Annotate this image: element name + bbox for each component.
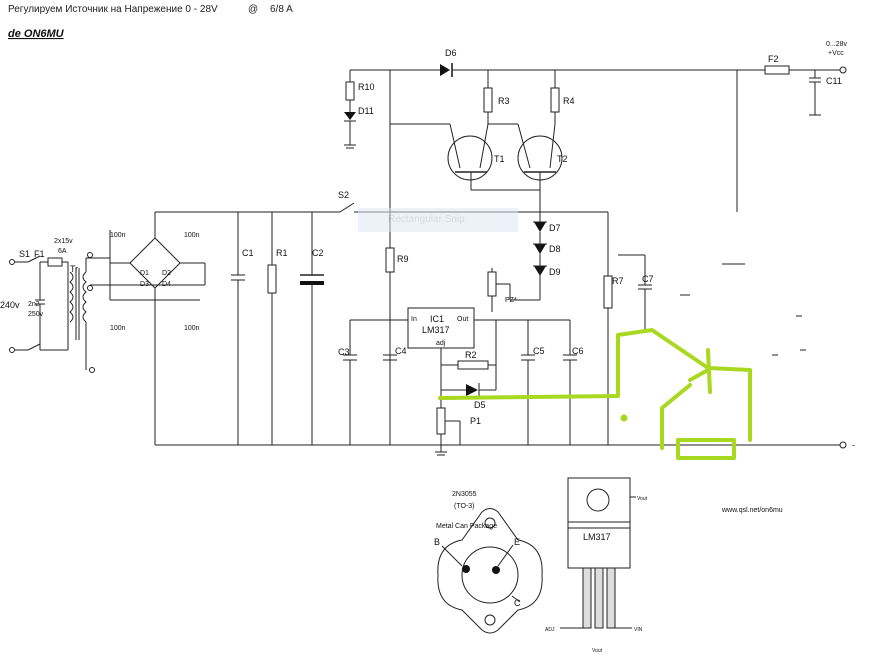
label-c5: C5 bbox=[533, 346, 545, 356]
green-annotation bbox=[438, 328, 752, 460]
label-r3: R3 bbox=[498, 96, 510, 106]
label-r1: R1 bbox=[276, 248, 288, 258]
label-d2: D2 bbox=[162, 270, 171, 277]
label-r10: R10 bbox=[358, 82, 375, 92]
label-d1: D1 bbox=[140, 270, 149, 277]
label-c11: C11 bbox=[826, 76, 842, 86]
label-lm317-chip: LM317 bbox=[422, 325, 450, 335]
label-c2: C2 bbox=[312, 248, 324, 258]
package-lm317 bbox=[560, 477, 636, 629]
current-rating: 6/8 A bbox=[270, 4, 293, 15]
regulator-section bbox=[343, 307, 577, 456]
pkg-2n3055-desc: Metal Can Package bbox=[436, 523, 497, 530]
label-pz: PZ* bbox=[505, 297, 517, 304]
author-label: de ON6MU bbox=[8, 28, 65, 40]
label-s2: S2 bbox=[338, 190, 349, 200]
mains-section bbox=[9, 252, 110, 373]
label-d3: D3 bbox=[140, 281, 149, 288]
label-c3: C3 bbox=[338, 347, 350, 357]
right-dashes bbox=[680, 263, 806, 356]
rectifier-section bbox=[90, 202, 390, 445]
label-100n-1: 100n bbox=[110, 232, 126, 239]
label-adj: adj bbox=[436, 340, 446, 347]
label-d4: D4 bbox=[162, 281, 171, 288]
label-ic1: IC1 bbox=[430, 314, 444, 324]
pkg-2n3055-type: (TO-3) bbox=[454, 503, 474, 510]
at-sign: @ bbox=[248, 4, 258, 15]
rectangular-snip-overlay: Rectangular Snip bbox=[358, 208, 518, 232]
label-250v: 250v bbox=[28, 311, 44, 318]
label-240v: 240v bbox=[0, 300, 20, 310]
label-t1: T1 bbox=[494, 154, 505, 164]
driver-transistors bbox=[389, 70, 563, 445]
label-2x15v: 2x15v bbox=[54, 238, 73, 245]
label-6a: 6A bbox=[58, 248, 67, 255]
pkg-lm317-vout: Vout bbox=[637, 496, 648, 502]
label-d5: D5 bbox=[474, 400, 486, 410]
label-r7: R7 bbox=[612, 276, 624, 286]
label-c7: C7 bbox=[642, 274, 654, 284]
label-vcc-range: 0...28v bbox=[826, 41, 848, 48]
pkg-2n3055-name: 2N3055 bbox=[452, 491, 477, 498]
r7-c7-branch bbox=[603, 254, 652, 445]
label-d6: D6 bbox=[445, 48, 457, 58]
label-p1: P1 bbox=[470, 416, 481, 426]
label-vcc: +Vcc bbox=[828, 50, 844, 57]
label-c4: C4 bbox=[395, 346, 407, 356]
label-d11: D11 bbox=[358, 106, 374, 116]
pkg-lm317-vout-bottom: Vout bbox=[592, 648, 603, 654]
label-s1: S1 bbox=[19, 249, 30, 259]
pkg-lm317-adj: ADJ bbox=[545, 627, 555, 633]
label-d7: D7 bbox=[549, 223, 561, 233]
label-r9: R9 bbox=[397, 254, 409, 264]
schematic-title: Регулируем Источник на Напрежение 0 - 28… bbox=[8, 4, 218, 15]
label-2n2: 2n2 bbox=[28, 301, 40, 308]
pkg-2n3055-pin-c: C bbox=[514, 598, 521, 608]
label-f1: F1 bbox=[34, 249, 45, 259]
ground-rail bbox=[155, 441, 847, 449]
label-100n-2: 100n bbox=[184, 232, 200, 239]
label-r4: R4 bbox=[563, 96, 575, 106]
label-c1: C1 bbox=[242, 248, 254, 258]
label-minus: - bbox=[852, 440, 855, 450]
pkg-lm317-vin: VIN bbox=[634, 627, 643, 633]
label-f2: F2 bbox=[768, 54, 779, 64]
label-out: Out bbox=[457, 316, 468, 323]
label-100n-4: 100n bbox=[184, 325, 200, 332]
r10-d11-branch bbox=[344, 70, 356, 149]
label-100n-3: 100n bbox=[110, 325, 126, 332]
label-d9: D9 bbox=[549, 267, 561, 277]
snip-label: Rectangular Snip bbox=[388, 214, 465, 225]
website-url: www.qsl.net/on6mu bbox=[721, 507, 783, 514]
label-d8: D8 bbox=[549, 244, 561, 254]
label-tr: Tr bbox=[70, 264, 78, 274]
top-rail bbox=[350, 63, 847, 212]
pkg-lm317-name: LM317 bbox=[583, 532, 611, 542]
r9 bbox=[385, 247, 395, 273]
package-2n3055 bbox=[437, 508, 543, 634]
label-in: In bbox=[411, 316, 417, 323]
label-c6: C6 bbox=[572, 346, 584, 356]
label-t2: T2 bbox=[557, 154, 568, 164]
pkg-2n3055-pin-b: B bbox=[434, 537, 440, 547]
pkg-2n3055-pin-e: E bbox=[514, 537, 520, 547]
label-r2: R2 bbox=[465, 350, 477, 360]
